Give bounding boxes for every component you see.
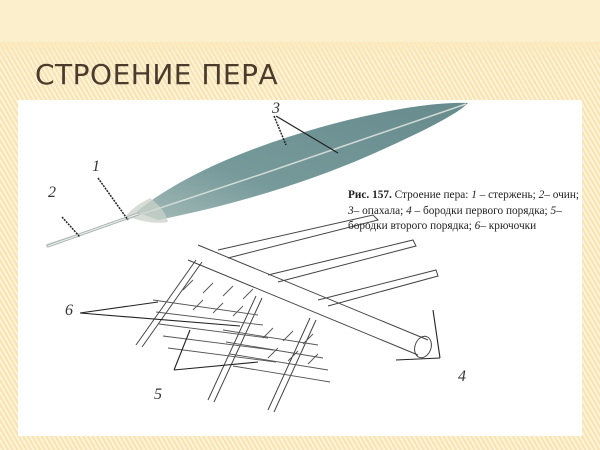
caption-num-4: 4 — [406, 204, 412, 217]
caption-num-2: 2 — [538, 189, 545, 201]
feather-vane-drawing — [45, 102, 468, 248]
caption-text-1: – стержень; — [476, 189, 539, 201]
caption-text-5: – бородки второго порядка; — [348, 204, 562, 233]
label-calamus: 2 — [48, 184, 56, 201]
caption-num-3: 3 — [348, 204, 354, 217]
caption-text-6: – крючочки — [480, 220, 537, 233]
caption-num-6: 6 — [474, 220, 481, 233]
label-vane: 3 — [272, 100, 280, 117]
label-hooklets: 6 — [65, 302, 73, 319]
caption-fig-label: Рис. 157. — [348, 189, 392, 201]
slide-top-band — [0, 0, 600, 42]
feather-illustration — [45, 102, 468, 413]
slide-title: СТРОЕНИЕ ПЕРА — [35, 58, 279, 91]
label-barbs-second-order: 5 — [154, 386, 162, 403]
caption-text-4: – бородки первого порядка; — [411, 204, 551, 217]
caption-text-3: – опахала; — [353, 204, 407, 217]
barb-structure-drawing — [79, 214, 441, 413]
caption-intro: Строение пера: — [391, 189, 472, 201]
caption-num-5: 5 — [550, 204, 557, 217]
figure-caption: Рис. 157. Строение пера: 1 – стержень; 2… — [348, 188, 584, 235]
caption-num-1: 1 — [471, 189, 477, 201]
label-barbs-first-order: 4 — [458, 368, 466, 385]
caption-text-2: – очин; — [544, 189, 580, 201]
label-shaft: 1 — [92, 158, 100, 175]
figure-panel: 2 1 3 6 5 4 — [18, 100, 582, 436]
